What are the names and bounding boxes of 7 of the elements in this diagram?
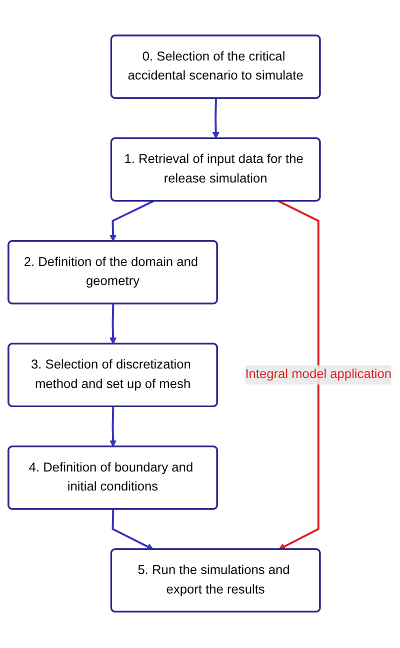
- arrow: [278, 200, 320, 550]
- arrow: [110, 200, 154, 242]
- arrow: [212, 98, 220, 140]
- arrow: [110, 304, 117, 345]
- arrow: [112, 510, 154, 550]
- arrow: [110, 407, 117, 448]
- edge-label: Integral model application: [245, 368, 392, 382]
